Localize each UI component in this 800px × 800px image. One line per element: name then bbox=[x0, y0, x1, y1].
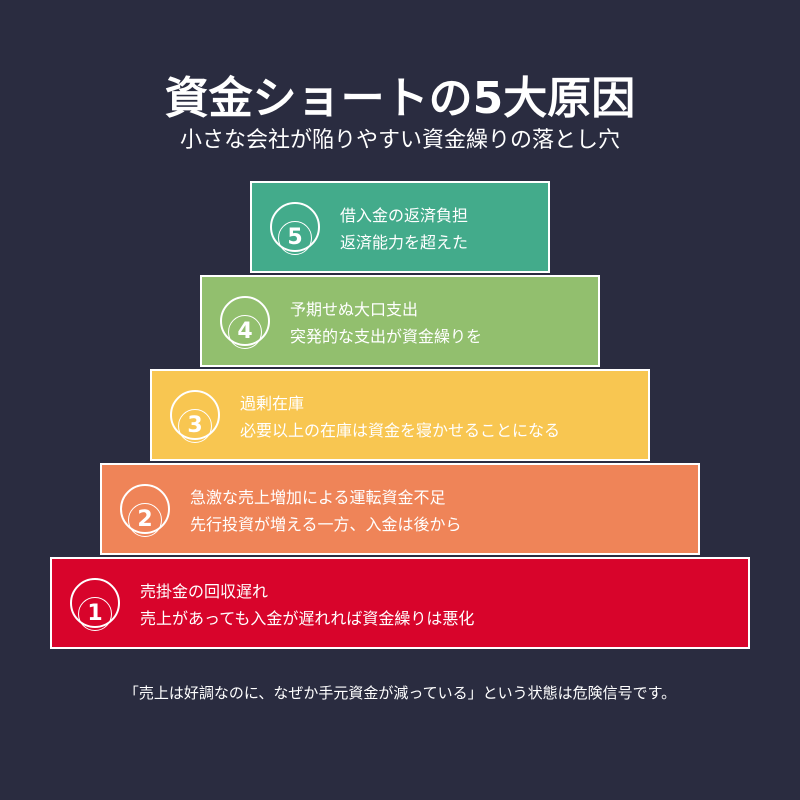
number-circle-icon: 1 bbox=[70, 578, 120, 631]
tier-number: 5 bbox=[278, 221, 312, 255]
tier-heading: 急激な売上増加による運転資金不足 bbox=[190, 488, 446, 507]
tier-description: 返済能力を超えた bbox=[340, 233, 469, 252]
tier-description: 突発的な支出が資金繰りを bbox=[290, 327, 483, 346]
tier-2: 2 急激な売上増加による運転資金不足先行投資が増える一方、入金は後から bbox=[100, 463, 700, 555]
tier-number: 4 bbox=[228, 315, 262, 349]
tier-5: 5 借入金の返済負担返済能力を超えた bbox=[250, 181, 550, 273]
tier-heading: 売掛金の回収遅れ bbox=[140, 582, 269, 601]
tier-number: 1 bbox=[78, 597, 112, 631]
tier-description: 必要以上の在庫は資金を寝かせることになる bbox=[240, 421, 561, 440]
number-circle-icon: 5 bbox=[270, 202, 320, 255]
tier-description: 売上があっても入金が遅れれば資金繰りは悪化 bbox=[140, 609, 475, 628]
page-subtitle: 小さな会社が陥りやすい資金繰りの落とし穴 bbox=[179, 128, 620, 153]
tier-heading: 予期せぬ大口支出 bbox=[290, 300, 419, 319]
tier-3: 3 過剰在庫必要以上の在庫は資金を寝かせることになる bbox=[150, 369, 650, 461]
number-circle-icon: 4 bbox=[220, 296, 270, 349]
number-circle-icon: 3 bbox=[170, 390, 220, 443]
tier-heading: 過剰在庫 bbox=[240, 394, 305, 413]
tier-number: 3 bbox=[178, 409, 212, 443]
tier-description: 先行投資が増える一方、入金は後から bbox=[190, 515, 462, 534]
tier-number: 2 bbox=[128, 503, 162, 537]
footer-note: 「売上は好調なのに、なぜか手元資金が減っている」という状態は危険信号です。 bbox=[123, 684, 677, 702]
tier-heading: 借入金の返済負担 bbox=[340, 206, 469, 225]
tier-1: 1 売掛金の回収遅れ売上があっても入金が遅れれば資金繰りは悪化 bbox=[50, 557, 750, 649]
page-title: 資金ショートの5大原因 bbox=[164, 73, 636, 124]
number-circle-icon: 2 bbox=[120, 484, 170, 537]
tier-4: 4 予期せぬ大口支出突発的な支出が資金繰りを bbox=[200, 275, 600, 367]
